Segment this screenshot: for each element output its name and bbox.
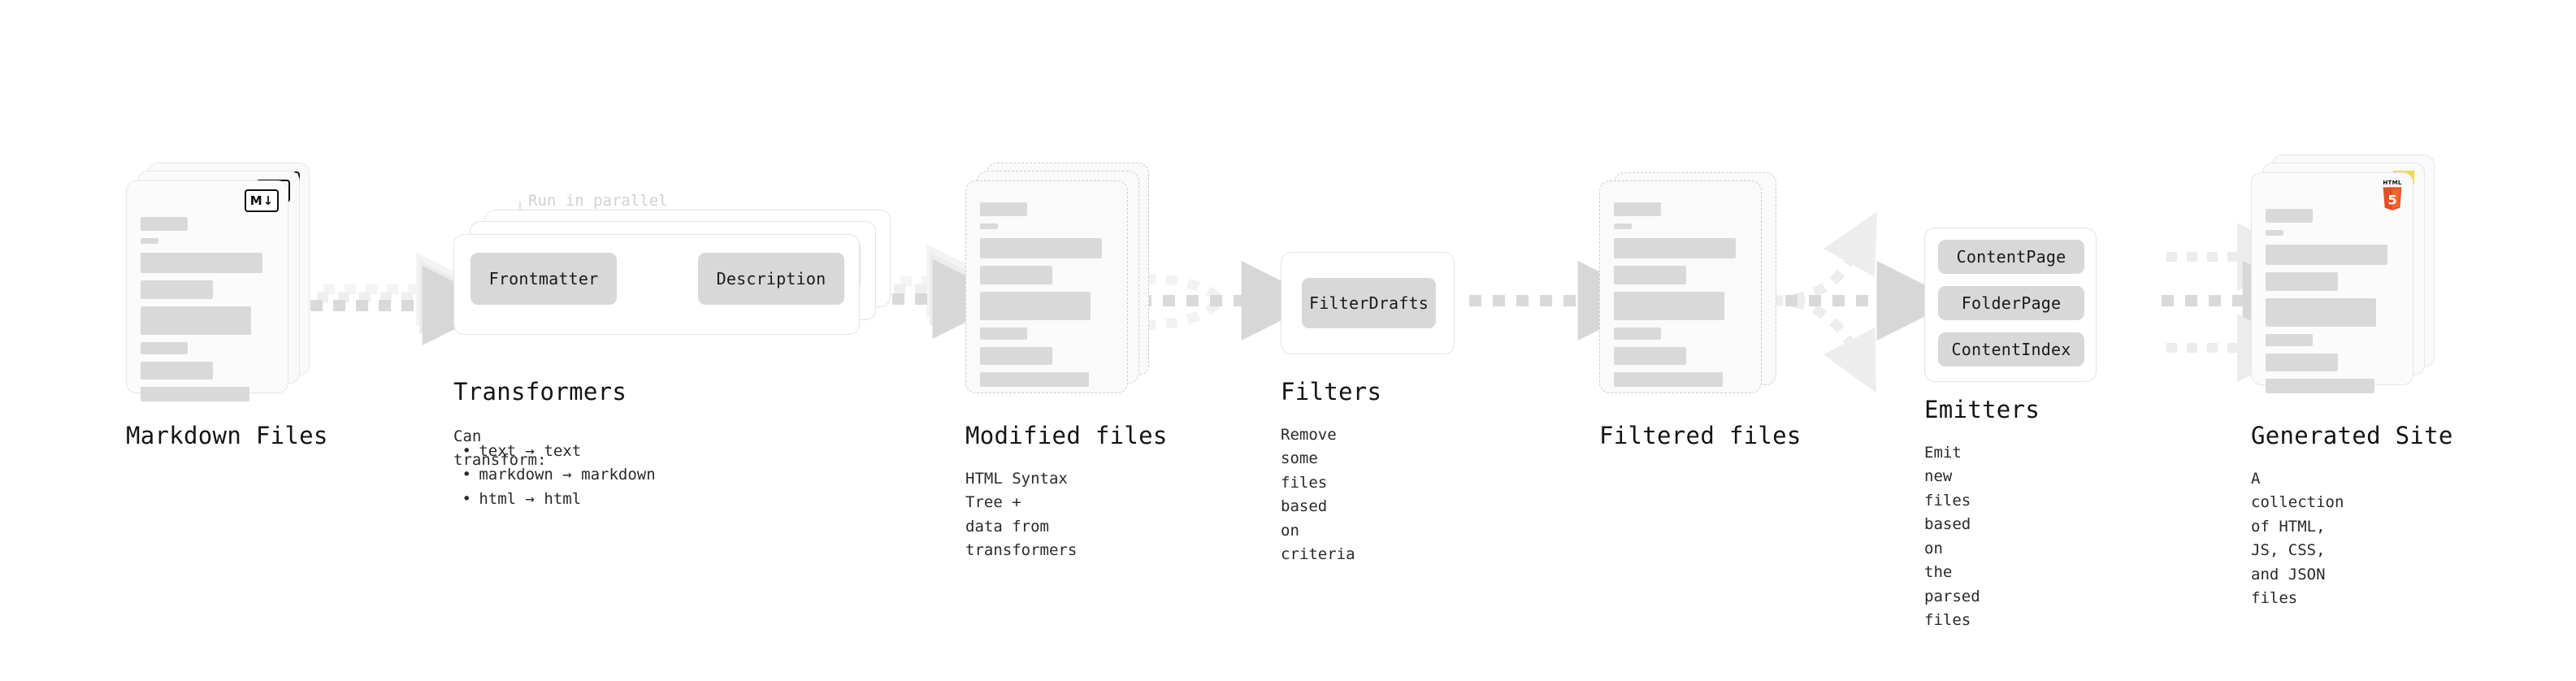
markdown-icon: M↓	[245, 189, 279, 212]
stage-title-emitters: Emitters	[1924, 396, 2040, 423]
chip-contentindex[interactable]: ContentIndex	[1938, 332, 2084, 367]
generated-file-stack: CSS HTML	[2251, 154, 2435, 393]
arrow-emitters-to-site	[2162, 223, 2322, 382]
filters-group-box: FilterDrafts	[1281, 252, 1455, 354]
stage-subtitle-modified-files: HTML Syntax Tree + data from transformer…	[965, 470, 1078, 560]
chip-description[interactable]: Description	[698, 253, 844, 305]
stage-title-modified-files: Modified files	[965, 422, 1168, 449]
list-item: markdown → markdown	[453, 463, 655, 487]
list-item: text → text	[453, 440, 656, 463]
card-content-placeholder	[980, 202, 1113, 394]
stage-title-generated-site: Generated Site	[2251, 422, 2453, 449]
stage-title-filters: Filters	[1281, 378, 1382, 406]
card-content-placeholder	[2266, 209, 2399, 401]
chip-folderpage[interactable]: FolderPage	[1938, 286, 2084, 320]
emitters-group-box: ContentPage FolderPage ContentIndex	[1924, 228, 2097, 382]
card-content-placeholder	[1614, 202, 1747, 394]
list-item: html → html	[453, 488, 656, 511]
stage-title-filtered-files: Filtered files	[1599, 422, 1802, 449]
arrow-markdown-to-transformers	[310, 252, 502, 345]
markdown-file-stack: M↓ M↓ M↓	[126, 163, 310, 401]
chip-filterdrafts[interactable]: FilterDrafts	[1302, 278, 1436, 328]
filtered-file-stack	[1599, 163, 1776, 393]
html-file-card: HTML 5	[2251, 172, 2413, 393]
stage-title-transformers: Transformers	[453, 378, 627, 406]
stage-title-markdown-files: Markdown Files	[126, 422, 328, 449]
arrow-modified-to-filters	[1139, 261, 1321, 340]
markdown-card-front: M↓	[126, 180, 288, 401]
html5-icon: HTML 5	[2382, 180, 2403, 211]
stage-subtitle-generated-site: A collection of HTML, JS, CSS, and JSON …	[2251, 470, 2344, 608]
modified-file-stack	[965, 163, 1149, 393]
arrow-filtered-to-emitters	[1762, 211, 1957, 393]
chip-frontmatter[interactable]: Frontmatter	[471, 253, 617, 305]
stage-subtitle-emitters: Emit new files based on the parsed files	[1924, 444, 1980, 630]
svg-text:5: 5	[2387, 193, 2396, 208]
stage-subtitle-filters: Remove some files based on criteria	[1281, 426, 1355, 564]
transformer-group-front: Frontmatter Description	[453, 234, 860, 335]
card-content-placeholder	[141, 217, 274, 409]
transformer-capability-list: text → text markdown → markdown html → h…	[453, 440, 656, 511]
run-in-parallel-label: Run in parallel	[528, 192, 668, 210]
modified-card-front	[965, 180, 1128, 393]
chip-contentpage[interactable]: ContentPage	[1938, 240, 2084, 274]
filtered-card-front	[1599, 180, 1762, 393]
